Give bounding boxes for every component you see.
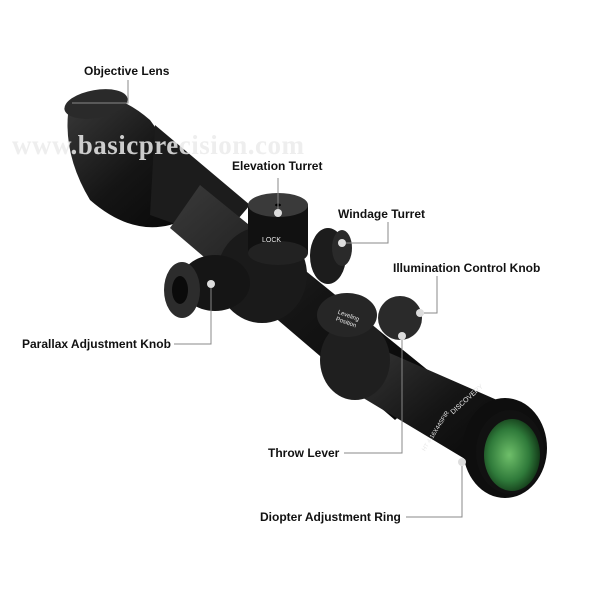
elevation-dial-marking: LOCK xyxy=(262,237,282,244)
label-elevation-turret: Elevation Turret xyxy=(232,159,323,173)
label-throw-lever: Throw Lever xyxy=(268,446,340,460)
leader-throw-lever xyxy=(344,340,403,454)
label-windage-turret: Windage Turret xyxy=(338,207,426,221)
leader-diopter-ring xyxy=(406,466,463,518)
label-parallax-adjustment-knob: Parallax Adjustment Knob xyxy=(22,337,171,351)
eyepiece xyxy=(317,293,547,498)
parallax-knob xyxy=(164,255,250,318)
watermark: www.basicprecision.com xyxy=(12,130,305,160)
label-objective-lens: Objective Lens xyxy=(84,64,170,78)
windage-turret xyxy=(310,228,352,284)
leader-illumination-knob xyxy=(424,276,438,314)
label-illumination-control-knob: Illumination Control Knob xyxy=(393,261,541,275)
label-diopter-adjustment-ring: Diopter Adjustment Ring xyxy=(260,510,401,524)
leader-parallax-knob xyxy=(174,288,212,345)
leader-windage-turret xyxy=(346,222,389,244)
leader-objective-lens xyxy=(72,80,129,104)
